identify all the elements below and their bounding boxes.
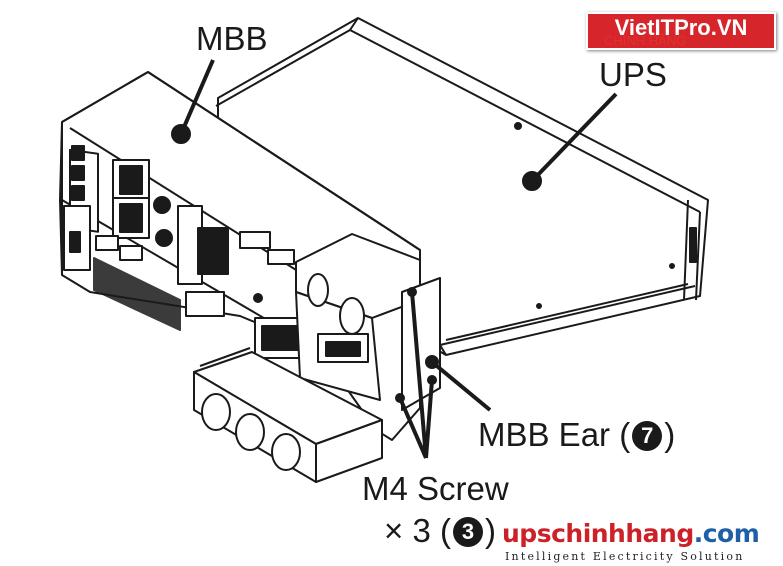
screw-count-label: × 3 (3) bbox=[384, 512, 496, 550]
brand-tagline: Intelligent Electricity Solution bbox=[505, 550, 745, 563]
mbb-label: MBB bbox=[196, 20, 268, 57]
brand-logo: upschinhhang.com bbox=[502, 519, 760, 548]
brand-name: upschinhhang bbox=[502, 519, 694, 548]
mbb-front-cable-box bbox=[193, 347, 383, 483]
screw-count-text: × 3 ( bbox=[384, 512, 451, 549]
m4-screw-label: M4 Screw bbox=[362, 470, 509, 507]
screw-leader-2 bbox=[424, 379, 434, 459]
mbb-ear-leader bbox=[430, 360, 492, 412]
screw-count-close-paren: ) bbox=[484, 512, 496, 549]
brand-domain: .com bbox=[693, 519, 760, 548]
mbb-ear-text: MBB Ear ( bbox=[478, 416, 631, 453]
ups-leader bbox=[530, 92, 618, 183]
watermark-subtitle: CHÍNH HÃNG bbox=[604, 33, 687, 48]
leader-lines bbox=[179, 59, 618, 459]
watermark-title: VietITPro.VN bbox=[614, 15, 748, 40]
ups-label: UPS bbox=[599, 56, 667, 93]
mbb-leader bbox=[179, 59, 215, 135]
screw-number-badge: 3 bbox=[452, 517, 483, 547]
mbb-ear-close-paren: ) bbox=[664, 416, 676, 453]
screw-leader-1 bbox=[410, 291, 428, 459]
mbb-ear-number-badge: 7 bbox=[632, 421, 663, 451]
screw-leader-3 bbox=[398, 397, 428, 459]
vietitpro-watermark-logo: VietITPro.VN bbox=[586, 12, 776, 50]
mbb-ear-label: MBB Ear (7) bbox=[478, 416, 675, 454]
